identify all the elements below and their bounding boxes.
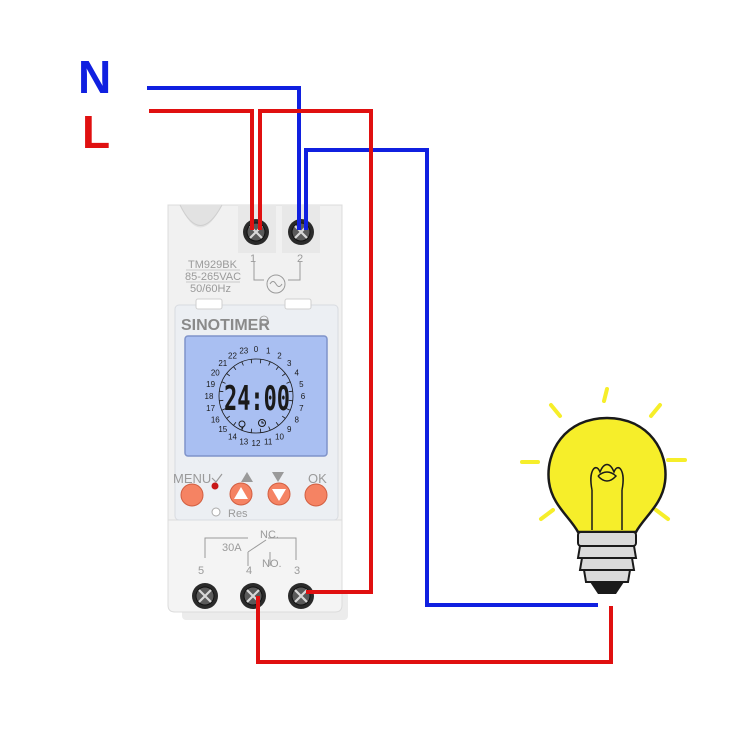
- lightbulb-icon: [520, 387, 687, 594]
- dial-tick: [259, 359, 262, 364]
- relay-contact-symbol: [204, 537, 297, 566]
- dial-tick: [259, 428, 262, 433]
- terminal-2-label: 2: [297, 253, 303, 265]
- terminal-4-label: 4: [246, 565, 252, 577]
- dial-hour-12: 12: [252, 439, 261, 448]
- dial-hour-20: 20: [211, 369, 220, 378]
- relay-current-text: 30A: [222, 542, 242, 554]
- dial-tick: [275, 366, 279, 371]
- screw-terminal-3-icon: [288, 583, 314, 609]
- dial-hour-2: 2: [277, 351, 282, 360]
- dial-hour-14: 14: [228, 433, 237, 442]
- neutral-label: N: [78, 51, 111, 103]
- coil-symbol-icon: [253, 262, 301, 294]
- frequency-text: 50/60Hz: [190, 283, 231, 295]
- live-label: L: [82, 106, 110, 158]
- dial-hour-19: 19: [206, 380, 215, 389]
- led-indicator: [211, 482, 219, 490]
- lcd-screen: [184, 335, 328, 457]
- dial-tick: [281, 373, 286, 377]
- down-arrow-label-icon: [272, 472, 284, 482]
- registered-mark-icon: [259, 315, 269, 325]
- dial-hour-17: 17: [206, 404, 215, 413]
- light-rays: [520, 387, 687, 521]
- dial-hour-3: 3: [287, 359, 292, 368]
- dial-tick: [268, 361, 271, 366]
- dial-hour-7: 7: [299, 404, 304, 413]
- reset-label: Res: [228, 508, 248, 520]
- down-button[interactable]: [267, 482, 291, 506]
- neutral-wire: [147, 86, 598, 607]
- live-wire: [149, 109, 613, 664]
- lightbulb-indicator-icon: [238, 420, 246, 430]
- brand-name: SINOTIMER: [181, 317, 270, 334]
- dial-hour-21: 21: [218, 359, 227, 368]
- checkmark-icon: [211, 473, 223, 483]
- dial-tick: [288, 399, 293, 402]
- relay-no-text: NO.: [262, 558, 282, 570]
- ok-label: OK: [308, 471, 327, 486]
- dial-tick: [288, 390, 293, 393]
- dial-tick: [221, 381, 226, 384]
- dial-tick: [226, 415, 231, 419]
- dial-hour-13: 13: [239, 437, 248, 446]
- dial-hour-8: 8: [294, 416, 299, 425]
- dial-hour-11: 11: [264, 437, 273, 446]
- dial-hour-22: 22: [228, 351, 237, 360]
- lcd-time: 24:00: [224, 379, 290, 419]
- dial-tick: [219, 399, 224, 402]
- dial-hour-18: 18: [205, 392, 214, 401]
- dial-tick: [250, 428, 253, 433]
- dial-tick: [219, 390, 224, 393]
- dial-tick: [233, 421, 237, 426]
- dial-hour-0: 0: [254, 345, 259, 354]
- dial-tick: [275, 421, 279, 426]
- up-button[interactable]: [229, 482, 253, 506]
- dial-tick: [233, 366, 237, 371]
- relay-nc-text: NC.: [260, 529, 279, 541]
- dial-hour-6: 6: [301, 392, 306, 401]
- dial-hour-4: 4: [294, 369, 299, 378]
- screw-terminal-1-icon: [243, 219, 269, 245]
- dial-hour-10: 10: [275, 433, 284, 442]
- dial-tick: [241, 361, 244, 366]
- ok-button[interactable]: [304, 483, 328, 507]
- dial-tick: [221, 408, 226, 411]
- screw-terminal-5-icon: [192, 583, 218, 609]
- clock-icon: [258, 419, 266, 427]
- terminal-1-label: 1: [250, 253, 256, 265]
- screw-terminal-4-icon: [240, 583, 266, 609]
- terminal-3-label: 3: [294, 565, 300, 577]
- dial-tick: [226, 373, 231, 377]
- dial-hour-16: 16: [211, 416, 220, 425]
- model-text: TM929BK: [188, 259, 238, 271]
- menu-label: MENU: [173, 471, 211, 486]
- dial-tick: [281, 415, 286, 419]
- menu-button[interactable]: [180, 483, 204, 507]
- dial-hour-15: 15: [218, 425, 227, 434]
- dial-tick: [268, 426, 271, 431]
- dial-hour-23: 23: [239, 347, 248, 356]
- voltage-text: 85-265VAC: [185, 271, 241, 283]
- terminal-5-label: 5: [198, 565, 204, 577]
- dial-tick: [286, 408, 291, 411]
- dial-hour-5: 5: [299, 380, 304, 389]
- up-arrow-label-icon: [241, 472, 253, 482]
- dial-tick: [286, 381, 291, 384]
- dial-hour-9: 9: [287, 425, 292, 434]
- dial-hour-1: 1: [266, 347, 271, 356]
- reset-button[interactable]: [211, 507, 221, 517]
- timer-device: TM929BK 85-265VAC 50/60Hz 1 2 SINOTIMER …: [167, 204, 348, 620]
- dial-tick: [250, 359, 253, 364]
